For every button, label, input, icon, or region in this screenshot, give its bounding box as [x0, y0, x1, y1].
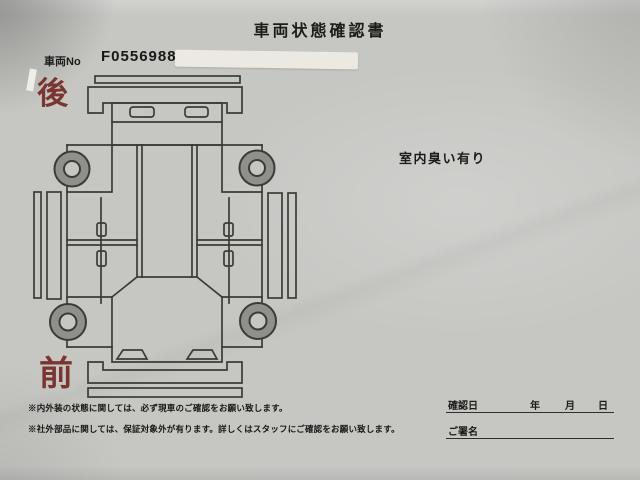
year-label: 年 — [530, 401, 540, 412]
windshield — [66, 275, 263, 299]
door-trim-lines — [66, 239, 263, 246]
vehicle-no-label: 車両No — [44, 56, 81, 68]
side-moldings — [33, 191, 297, 300]
roof-rails — [136, 144, 198, 278]
confirm-date-label: 確認日 — [448, 401, 478, 412]
door-handles — [96, 222, 234, 267]
hood — [111, 296, 223, 363]
front-trim-strip — [87, 387, 243, 398]
body-outline — [66, 144, 263, 348]
page-title: 車両状態確認書 — [253, 23, 387, 40]
signature-label: ご署名 — [448, 427, 478, 438]
tail-light-right — [184, 106, 209, 118]
interior-odor-note: 室内臭い有り — [399, 151, 487, 166]
headlights — [115, 349, 219, 360]
signature-row: ご署名 — [446, 422, 614, 439]
month-label: 月 — [565, 401, 575, 412]
diagram-rear-label: 後 — [37, 76, 68, 111]
confirm-date-row: 確認日 年 月 日 — [446, 396, 614, 413]
wheel-rear-left — [53, 150, 91, 188]
diagram-front-label: 前 — [39, 355, 73, 393]
vehicle-no-value: F0556988 — [101, 48, 177, 65]
front-bumper — [87, 361, 243, 384]
wheel-rear-right — [238, 149, 276, 187]
footnote-exterior-check: ※内外装の状態に関しては、必ず現車のご確認をお願い致します。 — [28, 403, 288, 413]
footnote-aftermarket-parts: ※社外部品に関しては、保証対象外が有ります。詳しくはスタッフにご確認をお願い致し… — [28, 424, 400, 434]
day-label: 日 — [598, 401, 608, 412]
wheel-front-left — [49, 303, 87, 341]
tail-light-left — [129, 106, 155, 118]
rear-bumper — [87, 86, 243, 114]
rear-panel — [111, 102, 223, 146]
rear-trim-strip — [94, 75, 241, 84]
wheel-front-right — [239, 302, 277, 340]
